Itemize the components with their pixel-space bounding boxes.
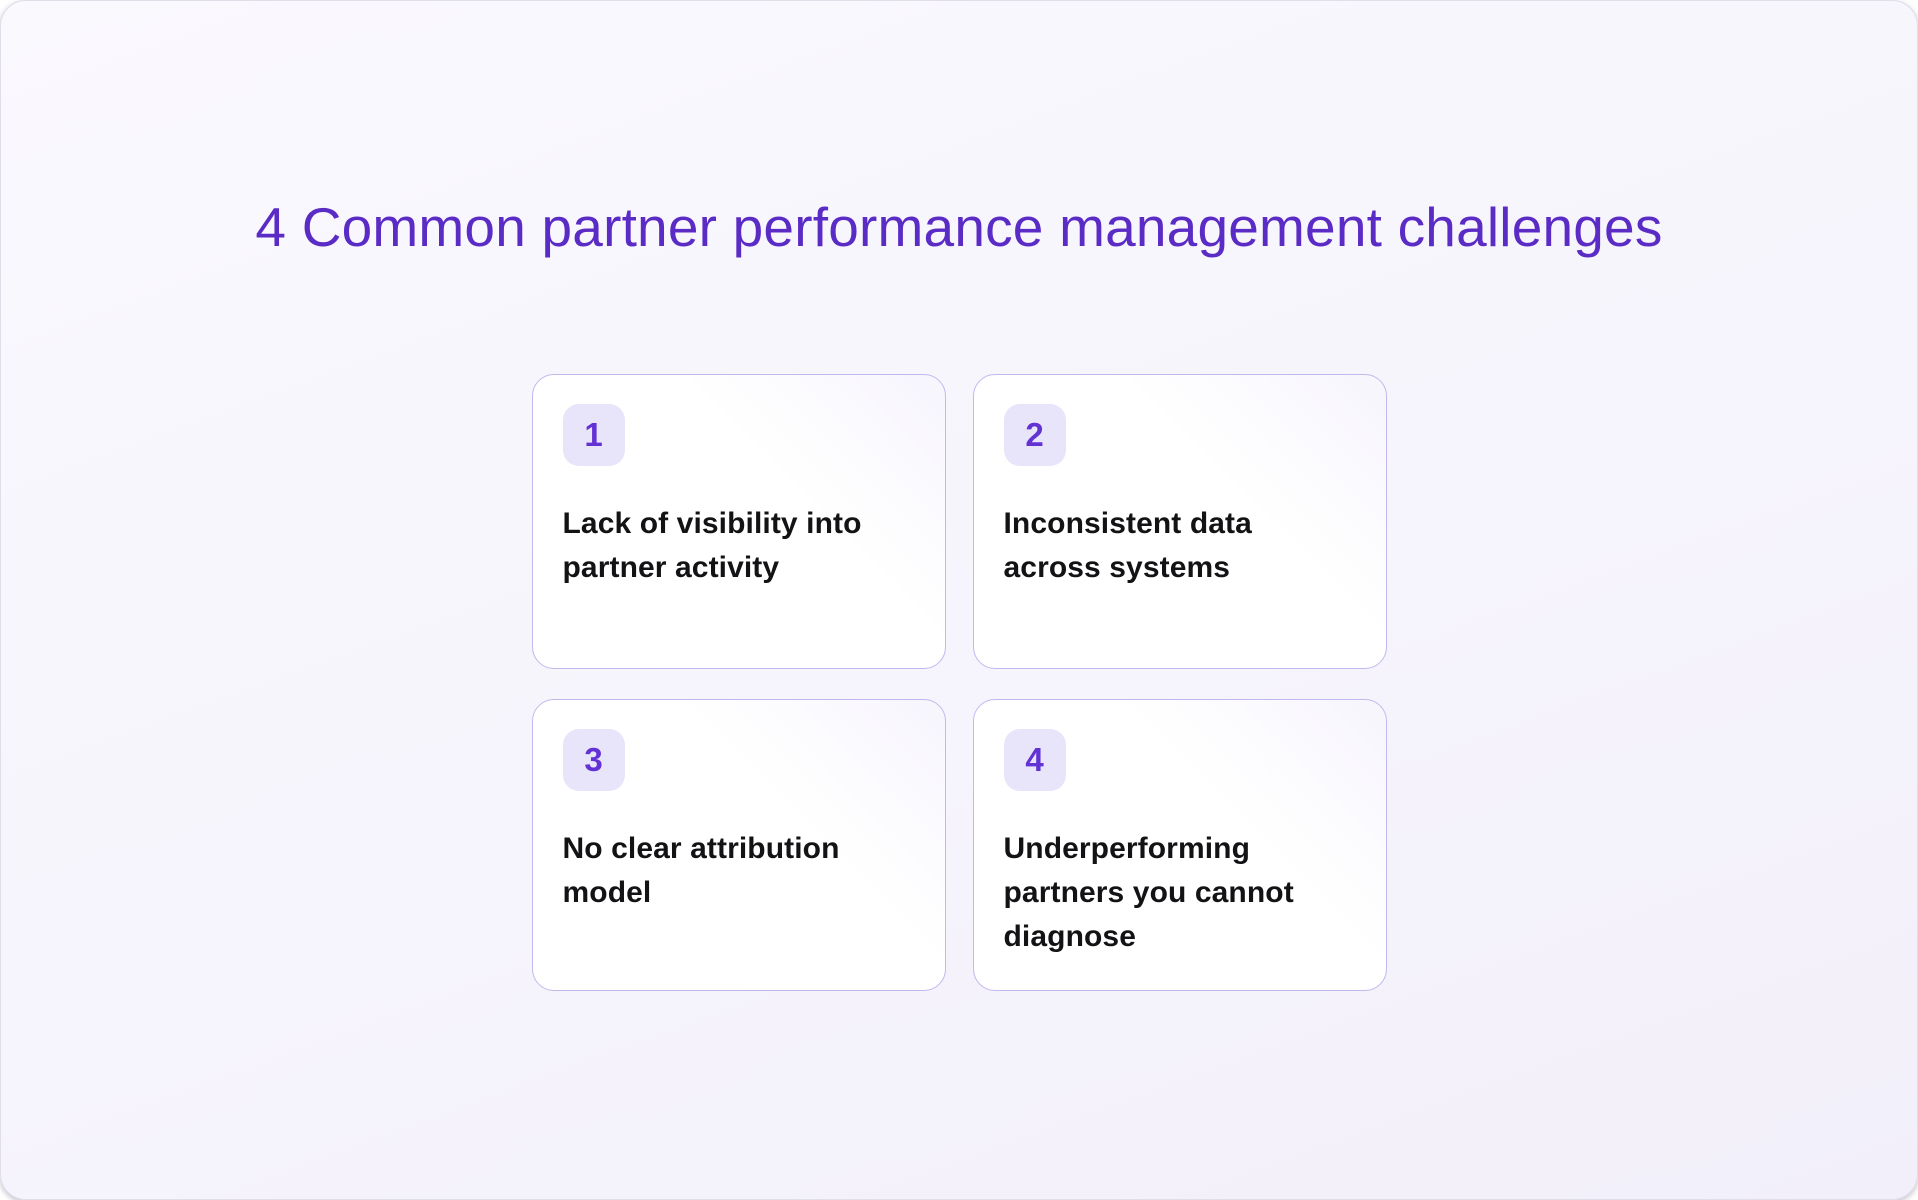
number-badge: 3 (562, 729, 625, 791)
challenge-card-1: 1 Lack of visibility into partner activi… (531, 374, 946, 669)
number-badge: 2 (1003, 404, 1066, 466)
challenge-card-text: No clear attribution model (562, 832, 840, 909)
page-title: 4 Common partner performance management … (255, 196, 1663, 258)
challenge-card-text: Inconsistent data across systems (1003, 507, 1252, 584)
challenge-card-3: 3 No clear attribution model (531, 699, 946, 991)
number-badge: 1 (562, 404, 625, 466)
challenge-card-4: 4 Underperforming partners you cannot di… (972, 699, 1387, 991)
challenge-card-text: Underperforming partners you cannot diag… (1003, 832, 1294, 953)
challenge-card-grid: 1 Lack of visibility into partner activi… (531, 374, 1387, 991)
number-badge: 4 (1003, 729, 1066, 791)
challenge-card-text: Lack of visibility into partner activity (562, 507, 862, 584)
challenge-card-2: 2 Inconsistent data across systems (972, 374, 1387, 669)
